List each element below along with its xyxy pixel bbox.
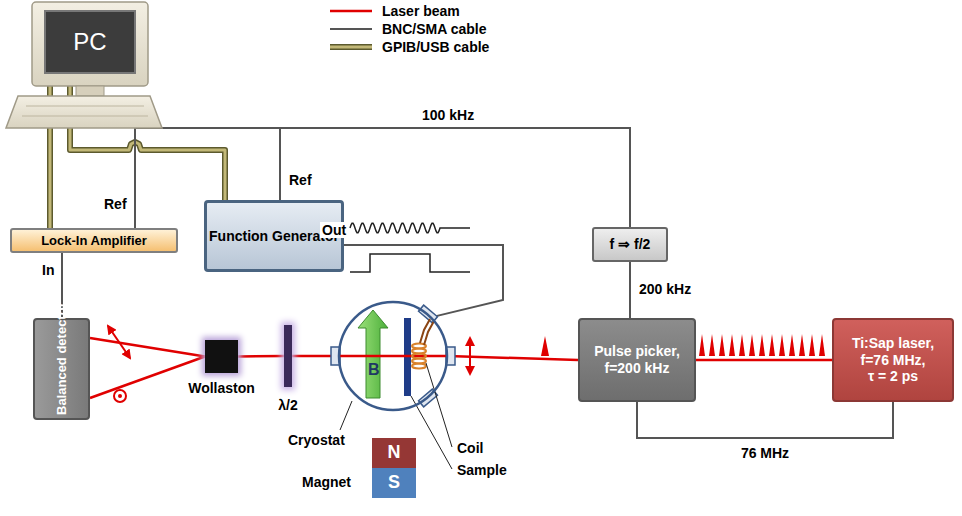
coil-symbol (412, 344, 426, 369)
half-wave-plate: λ/2 (284, 325, 292, 387)
part-label: Wollaston (188, 380, 255, 397)
wollaston-prism: Wollaston (205, 340, 238, 373)
legend-sample (330, 47, 372, 48)
polarization-arrow (469, 338, 471, 374)
bnc-cable (330, 28, 372, 30)
legend-row: Laser beam (328, 2, 489, 20)
part-label: λ/2 (278, 397, 297, 414)
laser-pulse (729, 334, 735, 356)
polarization-dot (114, 390, 126, 402)
signal-label: 76 MHz (739, 445, 791, 461)
legend-sample (330, 29, 372, 30)
gpib-cable (70, 74, 225, 200)
box-label: Ti:Sap laser, f=76 MHz, τ = 2 ps (834, 335, 952, 385)
laser-pulse (719, 334, 725, 356)
leader-line (340, 363, 452, 469)
pulse-picker: Pulse picker, f=200 kHz (578, 318, 696, 402)
frequency-divider: f ⇒ f/2 (592, 227, 668, 262)
legend-row: GPIB/USB cable (328, 38, 489, 56)
legend-sample (330, 11, 372, 12)
signal-label: Ref (102, 196, 129, 212)
laser-beam (238, 355, 284, 358)
laser-beam (448, 356, 578, 360)
lock-in-amplifier: Lock-In Amplifier (10, 228, 178, 253)
laser-beam (448, 356, 578, 360)
laser-pulse (799, 334, 805, 356)
magnet-pole: N (372, 438, 416, 468)
coil-winding (412, 364, 426, 369)
frequency-label: 100 kHz (420, 107, 476, 123)
pc-screen: PC (44, 10, 136, 74)
laser-pulse (769, 334, 775, 356)
box-label: Balanced detector (54, 323, 70, 415)
legend-text: BNC/SMA cable (382, 21, 487, 37)
single-pulse (541, 336, 549, 356)
pc-illustration (6, 2, 162, 128)
function-generator-signals (350, 223, 470, 272)
legend-text: Laser beam (382, 3, 460, 19)
signal-label: Out (320, 222, 348, 238)
laser-beam (90, 338, 205, 357)
legend-sample (328, 5, 374, 17)
polarization-arrow (108, 326, 130, 358)
box-label: N (388, 442, 401, 464)
balanced-detector: Balanced detector (33, 318, 90, 420)
gpib-cable (330, 44, 372, 50)
part-label: Magnet (300, 474, 353, 490)
gpib-cable (70, 74, 225, 200)
cryostat-outline (339, 302, 447, 410)
laser-pulse (759, 334, 765, 356)
field-label: B (366, 362, 382, 378)
laser-pulse (789, 334, 795, 356)
part-label: Cryostat (288, 432, 345, 449)
gpib-cable (330, 46, 372, 49)
signal-label: In (40, 262, 56, 278)
pulse-train (699, 334, 825, 356)
coil-wires (420, 319, 434, 345)
laser-beam (90, 357, 205, 399)
laser-beam (330, 10, 372, 13)
laser-pulse (819, 334, 825, 356)
bnc-cable (637, 402, 893, 438)
bnc-cable (629, 262, 631, 318)
legend: Laser beamBNC/SMA cableGPIB/USB cable (328, 2, 489, 56)
legend-text: GPIB/USB cable (382, 39, 489, 55)
field-arrow (358, 310, 388, 398)
part-label: Coil (455, 440, 485, 456)
box-label: S (388, 472, 400, 494)
laser-beam (90, 338, 205, 357)
box-label: PC (73, 28, 106, 57)
laser-beam (338, 355, 448, 358)
signal-label: Ref (287, 172, 314, 188)
signal-label: 200 kHz (637, 281, 693, 297)
legend-sample (328, 41, 374, 53)
magnet-pole: S (372, 468, 416, 498)
bnc-cable (637, 402, 893, 438)
cryostat-outline (338, 301, 448, 411)
legend-row: BNC/SMA cable (328, 20, 489, 38)
gpib-cable (70, 74, 225, 200)
laser-pulse (779, 334, 785, 356)
part-label: Sample (455, 462, 509, 478)
bnc-cable (630, 262, 631, 318)
cryostat: Cryostat (338, 301, 448, 411)
cryostat-windows (331, 305, 455, 407)
laser-beam (238, 356, 284, 358)
laser-pulse (739, 334, 745, 356)
laser-pulse (809, 334, 815, 356)
box-label: Lock-In Amplifier (41, 233, 147, 249)
legend-sample (328, 23, 374, 35)
laser-beam (696, 360, 832, 361)
laser-pulse (749, 334, 755, 356)
box-label: Pulse picker, f=200 kHz (580, 343, 694, 377)
laser-pulse (699, 334, 705, 356)
box-label: f ⇒ f/2 (610, 236, 651, 253)
laser-pulse (709, 334, 715, 356)
laser-beam (696, 359, 832, 362)
laser-beam (90, 357, 205, 399)
laser-box: Ti:Sap laser, f=76 MHz, τ = 2 ps (832, 318, 954, 402)
